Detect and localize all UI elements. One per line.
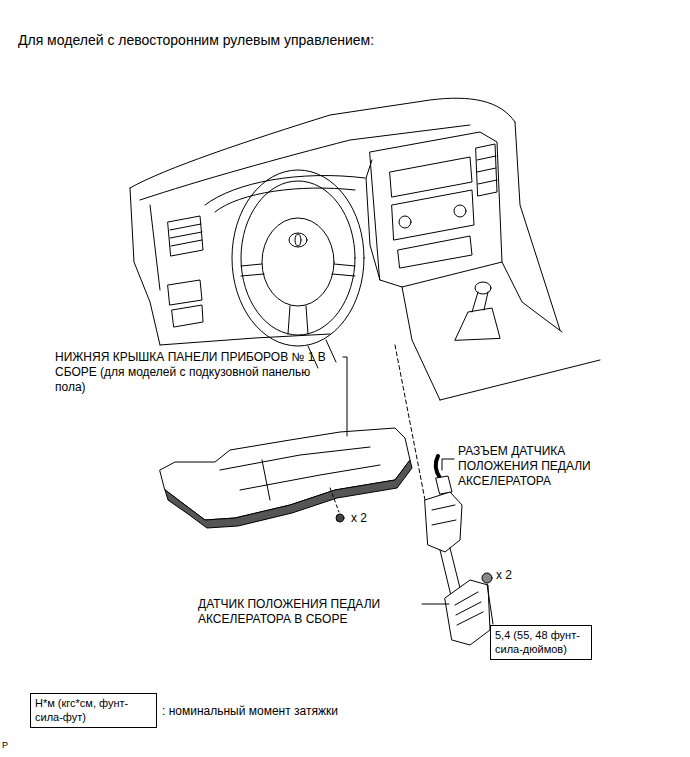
part-name: НИЖНЯЯ КРЫШКА ПАНЕЛИ ПРИБОРОВ № 1 В СБОР… [55,350,340,395]
heading: Для моделей с левосторонним рулевым упра… [18,32,374,50]
switch-panel [168,280,203,327]
nut [482,573,492,583]
climate-panel [398,236,472,268]
quantity: x 2 [496,568,512,583]
dash-lower [160,334,330,345]
leader-line [343,357,347,436]
shift-lever [472,292,488,312]
part-name: РАЗЪЕМ ДАТЧИКА ПОЛОЖЕНИЯ ПЕДАЛИ АКСЕЛЕРА… [458,444,618,489]
spoke [241,264,264,276]
legend-sample-box: Н*м (кгс*см, фунт-сила-фут) [30,693,157,728]
leader-line [487,584,493,624]
stack-edge [366,160,380,280]
radio [392,190,474,240]
pedal-pad [445,580,490,645]
shift-boot [455,308,500,340]
vent [476,144,497,196]
logo [289,233,307,247]
vent [170,224,202,246]
console [502,262,562,332]
vent [168,216,203,256]
sensor-detail [432,505,456,525]
guide-line [330,488,339,512]
cover-edge [165,460,412,528]
box-text: 5,4 (55, 48 фунт-сила-дюймов) [495,628,587,657]
wheel-hub [262,218,334,306]
console [402,287,440,400]
floor-line [440,360,600,400]
wire [436,456,440,478]
leader-line [442,459,454,470]
knob [454,205,466,217]
spoke [332,264,355,276]
logo [295,234,301,246]
radio [390,157,472,197]
steering-wheel [232,170,364,346]
knob [399,216,411,228]
part-name: ДАТЧИК ПОЛОЖЕНИЯ ПЕДАЛИ АКСЕЛЕРАТОРА В С… [198,597,418,627]
pedal-sensor [425,492,462,552]
dash-side [130,188,160,345]
center-stack [370,132,502,287]
cover-rib [220,447,380,500]
box-text: Н*м (кгс*см, фунт-сила-фут) [35,696,152,725]
page-mark: P [2,740,8,751]
windshield-edge [130,98,515,188]
quantity: x 2 [351,511,367,526]
bolt [336,514,344,522]
dash-line [150,205,160,290]
steering-wheel [241,181,355,335]
cluster-hood [215,188,355,212]
pedal-tread [455,592,483,625]
leader-line [422,604,449,605]
torque-box: 5,4 (55, 48 фунт-сила-дюймов) [490,625,592,660]
spoke [288,306,308,334]
dash-right [515,122,560,330]
legend-text: : номинальный момент затяжки [162,704,338,719]
shift-knob [475,282,491,294]
connector-plug [436,476,452,494]
